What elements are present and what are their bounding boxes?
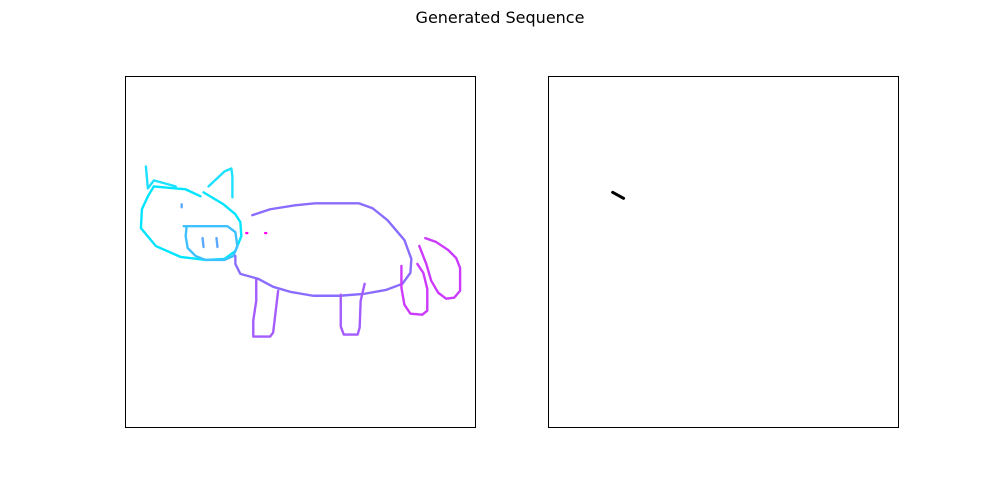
- pig-body-stroke: [234, 202, 413, 297]
- generated-sketch: [611, 190, 626, 200]
- pig-hind-leg-stroke: [400, 262, 429, 316]
- pig-front-leg-stroke: [252, 278, 280, 338]
- pig-left-ear-stroke: [144, 165, 177, 190]
- pig-nostril-right-stroke: [215, 236, 219, 249]
- pig-sketch: [139, 165, 462, 338]
- sketch-panel-left: [125, 76, 476, 428]
- pig-snout-stroke: [182, 224, 239, 262]
- pig-head-stroke: [139, 185, 243, 262]
- pig-nostril-left-stroke: [201, 236, 205, 249]
- figure-title: Generated Sequence: [415, 8, 585, 27]
- generated-stroke: [611, 190, 626, 200]
- pig-back-leg-stroke: [339, 282, 366, 336]
- pig-tail-stroke: [418, 236, 462, 300]
- sketch-panel-right: [548, 76, 899, 428]
- pig-right-ear-stroke: [207, 167, 234, 199]
